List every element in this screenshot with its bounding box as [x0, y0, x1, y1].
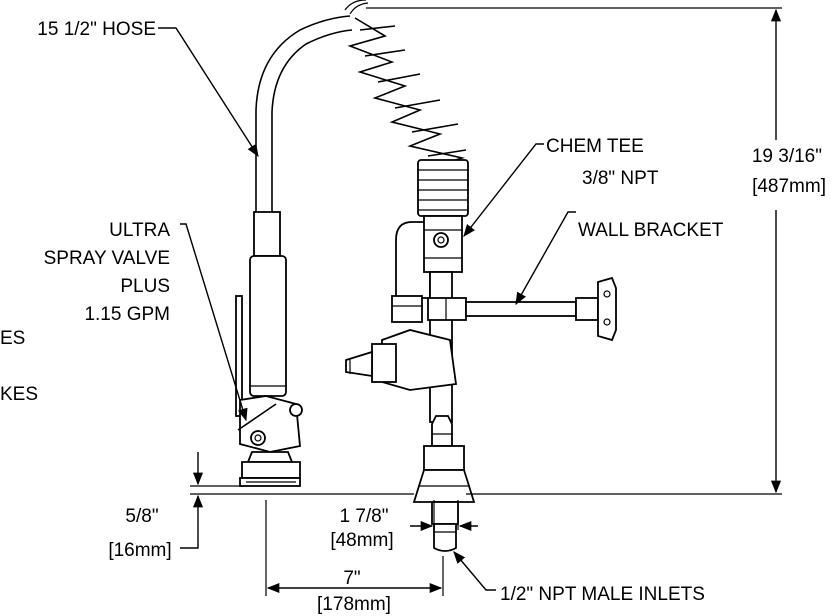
valve-label-line-2: SPRAY VALVE	[44, 248, 170, 269]
wall-bracket-arm	[465, 276, 617, 342]
riser-assembly	[345, 215, 476, 552]
inlet-metric-label: [48mm]	[330, 530, 393, 551]
partial-label-upper: ES	[0, 328, 25, 349]
inlet-imperial-label: 1 7/8"	[339, 506, 388, 527]
inlets-label: 1/2" NPT MALE INLETS	[500, 584, 705, 605]
chem-tee-label-line-1: CHEM TEE	[546, 136, 644, 157]
callout-labels: 15 1/2" HOSE ULTRA SPRAY VALVE PLUS 1.15…	[0, 19, 724, 605]
height-imperial-label: 19 3/16"	[752, 146, 822, 167]
wall-bracket-label: WALL BRACKET	[578, 220, 724, 241]
leader-lines	[158, 27, 576, 591]
dimension-lines	[180, 7, 782, 596]
chem-tee-label-line-2: 3/8" NPT	[582, 168, 659, 189]
valve-label-line-1: ULTRA	[109, 220, 170, 241]
base-metric-label: [16mm]	[108, 540, 171, 561]
hose-label: 15 1/2" HOSE	[37, 19, 156, 40]
reach-metric-label: [178mm]	[317, 594, 391, 615]
partial-label-lower: KES	[0, 384, 38, 405]
coil-spring	[347, 17, 469, 217]
spray-valve	[235, 211, 303, 487]
height-metric-label: [487mm]	[752, 176, 826, 197]
dimension-labels: 19 3/16" [487mm] 5/8" [16mm] 1 7/8" [48m…	[108, 146, 826, 615]
base-imperial-label: 5/8"	[125, 506, 158, 527]
faucet-illustration	[235, 0, 617, 552]
valve-label-line-4: 1.15 GPM	[84, 304, 170, 325]
reach-imperial-label: 7"	[343, 568, 360, 589]
valve-label-line-3: PLUS	[120, 276, 170, 297]
